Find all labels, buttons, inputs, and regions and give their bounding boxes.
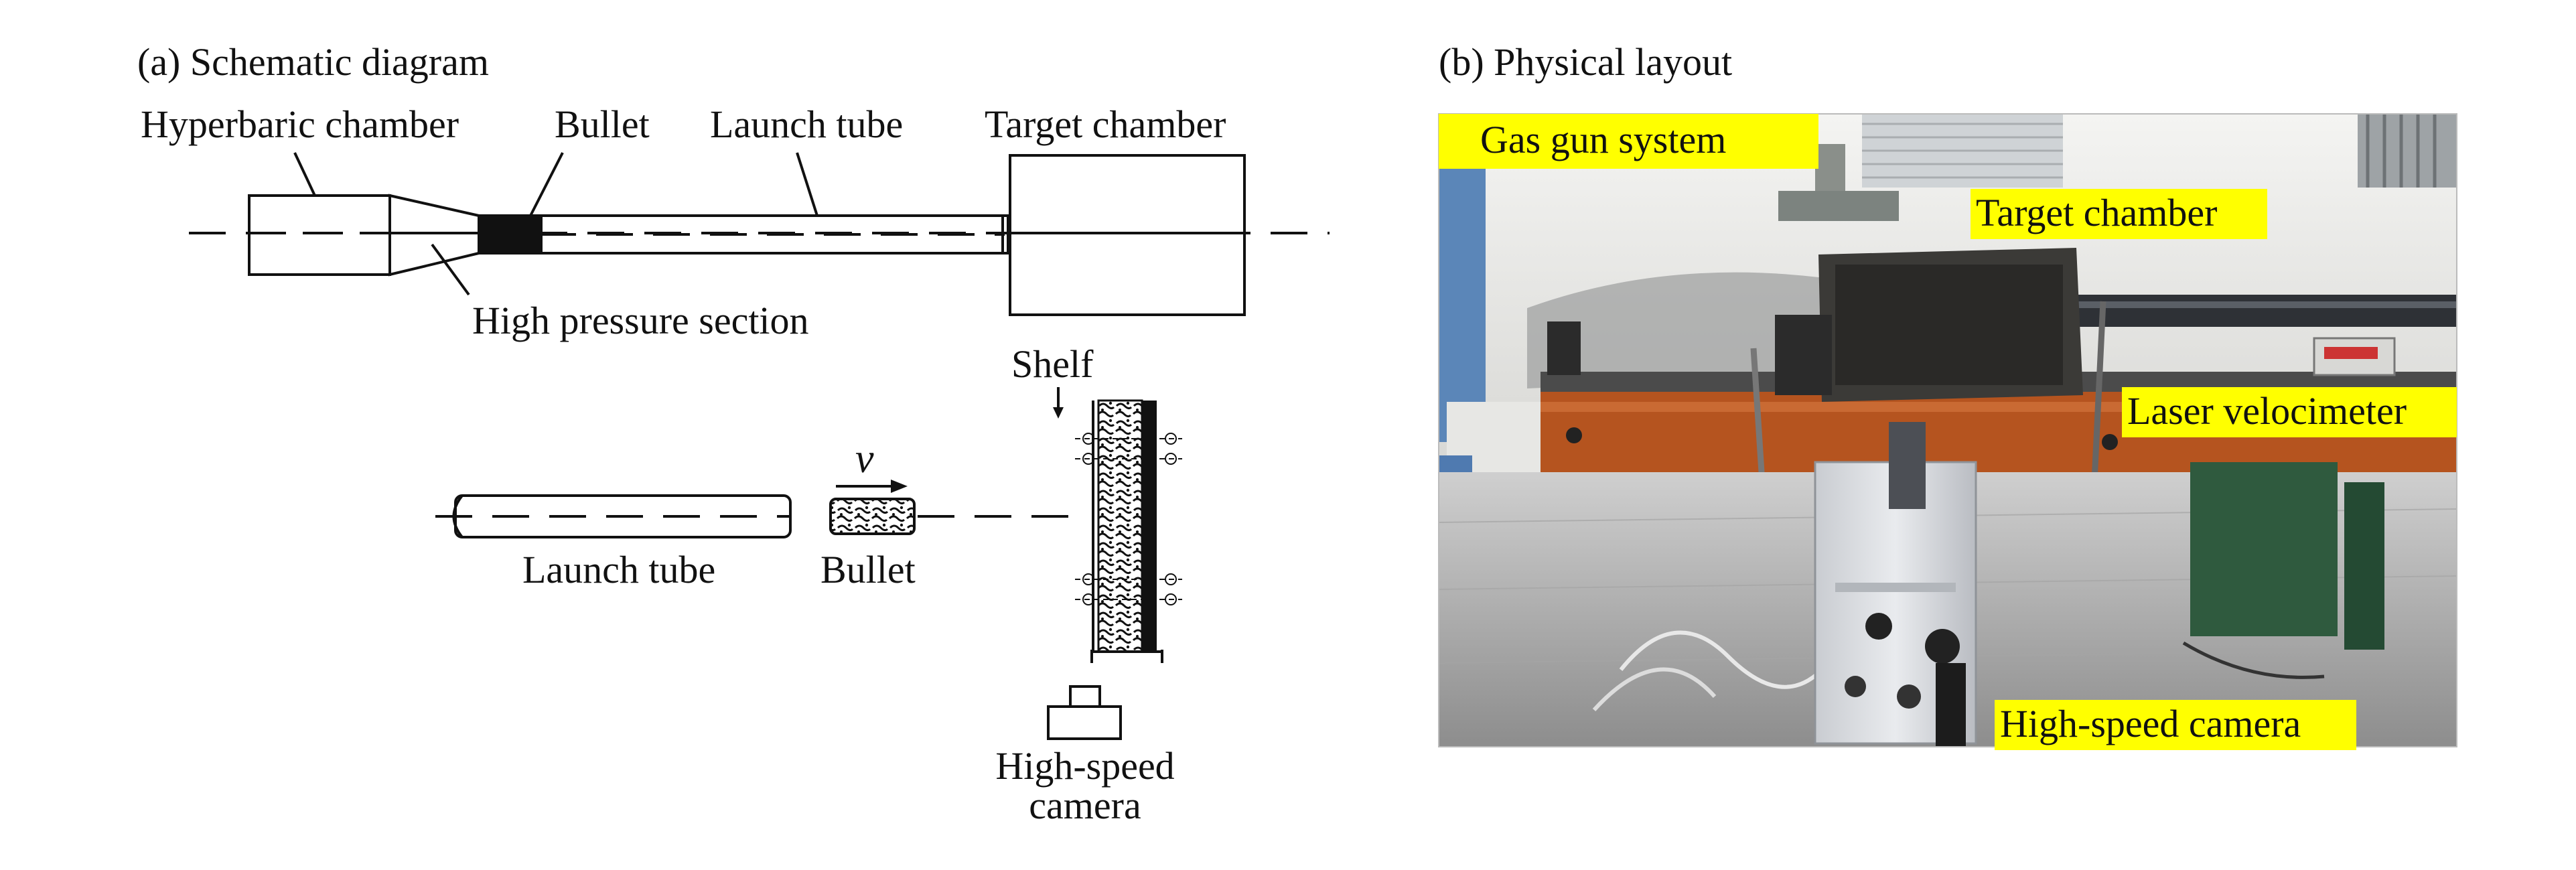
impact-schematic: Shelf v: [435, 342, 1182, 827]
tag-high-speed-camera-text: High-speed camera: [2000, 702, 2301, 745]
camera-label-line2: camera: [1029, 784, 1141, 827]
leader-launch-tube: [796, 152, 818, 216]
leader-hyperbaric: [293, 152, 316, 196]
tag-laser-velocimeter: Laser velocimeter: [2122, 387, 2457, 437]
tag-target-chamber: Target chamber: [1971, 189, 2267, 239]
gas-gun-schematic: [189, 152, 1330, 316]
target-chamber-label: Target chamber: [985, 102, 1226, 146]
target-back-plate: [1142, 401, 1157, 652]
tag-gas-gun-system-text: Gas gun system: [1480, 118, 1726, 161]
launch-tube-label-bottom: Launch tube: [522, 548, 715, 591]
panel-a: (a) Schematic diagram Hyperbaric chamber…: [137, 40, 1330, 827]
high-pressure-section-label: High pressure section: [472, 299, 809, 342]
panel-b: (b) Physical layout: [1438, 40, 2457, 750]
panel-a-title: (a) Schematic diagram: [137, 40, 489, 84]
high-pressure-section-shape: [388, 194, 480, 277]
velocity-symbol: v: [855, 436, 874, 482]
hyperbaric-chamber-shape: [248, 194, 391, 276]
leader-bullet: [529, 152, 564, 216]
target-chamber-shape: [1009, 154, 1246, 316]
bullet-label-bottom: Bullet: [820, 548, 916, 591]
target-foam-core: [1097, 399, 1143, 653]
tag-high-speed-camera: High-speed camera: [1995, 700, 2356, 750]
bullet-shape-top: [479, 216, 543, 253]
camera-label-line1: High-speed: [995, 744, 1174, 788]
hyperbaric-chamber-label: Hyperbaric chamber: [141, 102, 459, 146]
bullet-label-top: Bullet: [555, 102, 650, 146]
shelf-label: Shelf: [1011, 342, 1094, 386]
panel-b-title: (b) Physical layout: [1439, 40, 1732, 84]
tag-gas-gun-system: Gas gun system: [1439, 114, 1818, 169]
camera-schematic-icon: [1047, 685, 1122, 740]
launch-tube-label-top: Launch tube: [710, 102, 903, 146]
shelf-bolts: [1075, 433, 1182, 605]
tag-laser-velocimeter-text: Laser velocimeter: [2127, 389, 2407, 433]
tag-target-chamber-text: Target chamber: [1976, 191, 2217, 234]
leader-high-pressure: [431, 243, 470, 296]
bullet-shape-bottom: [829, 498, 916, 535]
